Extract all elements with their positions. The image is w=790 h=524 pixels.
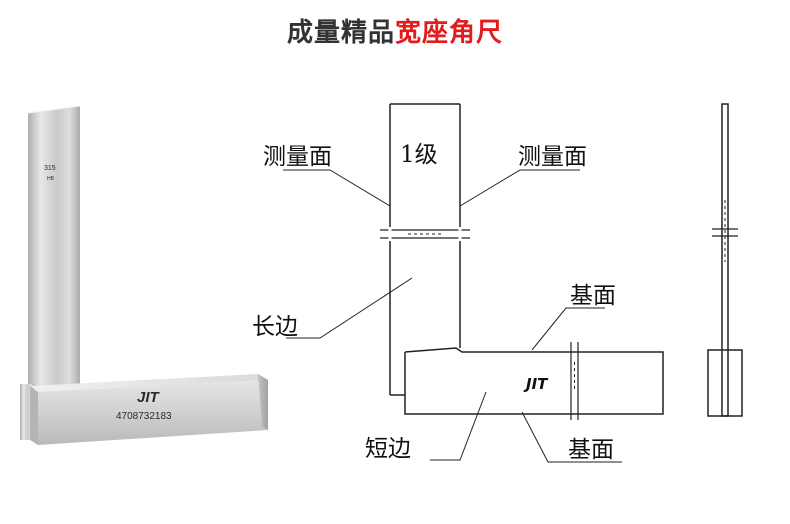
label-base-face-top: 基面 xyxy=(570,283,616,309)
label-grade: 1级 xyxy=(400,142,438,168)
label-measuring-face-left: 测量面 xyxy=(263,144,332,170)
photo-logo: JIT xyxy=(137,389,161,406)
side-base xyxy=(707,349,743,417)
leader-base-face-bottom xyxy=(521,411,622,463)
label-long-side: 长边 xyxy=(252,314,298,340)
label-short-side: 短边 xyxy=(365,436,411,462)
schematic-logo: JIT xyxy=(523,375,549,393)
photo-base-top xyxy=(30,374,268,392)
base-block-outline xyxy=(404,347,664,415)
photo-base-end xyxy=(258,374,268,430)
photo-long-blade xyxy=(28,106,80,392)
photo-base-left xyxy=(30,386,38,445)
leader-long-side xyxy=(286,277,413,339)
photo-sub-marking: HB xyxy=(47,176,55,182)
photo-serial: 4708732183 xyxy=(116,411,172,422)
front-view-schematic xyxy=(283,103,664,463)
square-photo: 315 HB JIT 4708732183 xyxy=(20,105,268,445)
photo-base-front xyxy=(38,380,268,445)
leader-measuring-face-left xyxy=(283,169,391,207)
title-part-brand: 成量精品 xyxy=(286,18,395,48)
label-measuring-face-right: 测量面 xyxy=(518,144,587,170)
label-base-face-bottom: 基面 xyxy=(568,437,614,463)
leader-base-face-top xyxy=(531,307,605,351)
leader-measuring-face-right xyxy=(459,169,580,207)
photo-size-marking: 315 xyxy=(44,165,56,172)
title-part-product: 宽座角尺 xyxy=(395,18,504,48)
page-title: 成量精品宽座角尺 xyxy=(0,12,790,49)
side-view-schematic xyxy=(707,103,743,417)
leader-short-side xyxy=(430,391,487,461)
